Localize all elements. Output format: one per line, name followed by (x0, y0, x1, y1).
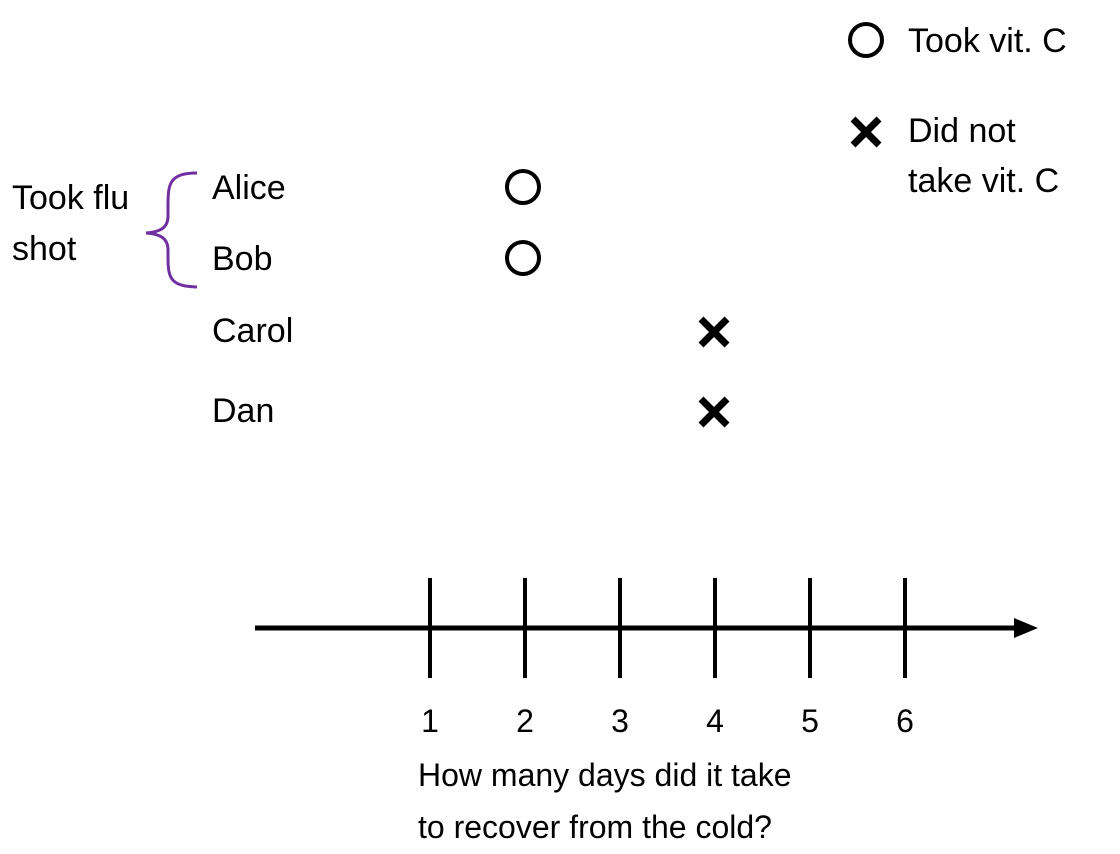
x-axis (255, 578, 1038, 678)
group-label-line-2: shot (12, 230, 77, 268)
x-tick-labels: 1 2 3 4 5 6 (421, 703, 914, 739)
data-marks (505, 169, 730, 428)
x-tick-label-5: 5 (801, 703, 819, 739)
legend-label-1-line-1: Did not (908, 112, 1016, 150)
mark-cross-carol (698, 316, 730, 348)
group-label-line-1: Took flu (12, 179, 129, 217)
flu-shot-group: Took flu shot (12, 171, 198, 289)
x-tick-label-3: 3 (611, 703, 629, 739)
legend-cross-icon (850, 116, 882, 148)
person-label-carol: Carol (212, 312, 293, 350)
x-axis-title-line-1: How many days did it take (418, 757, 792, 793)
x-axis-title-line-2: to recover from the cold? (418, 809, 772, 845)
x-axis-title: How many days did it take to recover fro… (418, 757, 792, 845)
mark-cross-dan (698, 396, 730, 428)
legend-label-1-line-2: take vit. C (908, 162, 1059, 200)
legend-circle-icon (848, 22, 884, 58)
x-axis-arrowhead (1014, 618, 1038, 638)
x-tick-label-1: 1 (421, 703, 439, 739)
mark-circle-alice (505, 169, 541, 205)
person-label-bob: Bob (212, 240, 273, 278)
legend: Took vit. C Did not take vit. C (848, 22, 1067, 200)
legend-label-0-line-1: Took vit. C (908, 22, 1067, 60)
group-brace (145, 171, 198, 289)
person-label-alice: Alice (212, 169, 286, 207)
x-tick-label-4: 4 (706, 703, 724, 739)
x-tick-label-2: 2 (516, 703, 534, 739)
person-label-dan: Dan (212, 392, 274, 430)
mark-circle-bob (505, 240, 541, 276)
x-tick-label-6: 6 (896, 703, 914, 739)
